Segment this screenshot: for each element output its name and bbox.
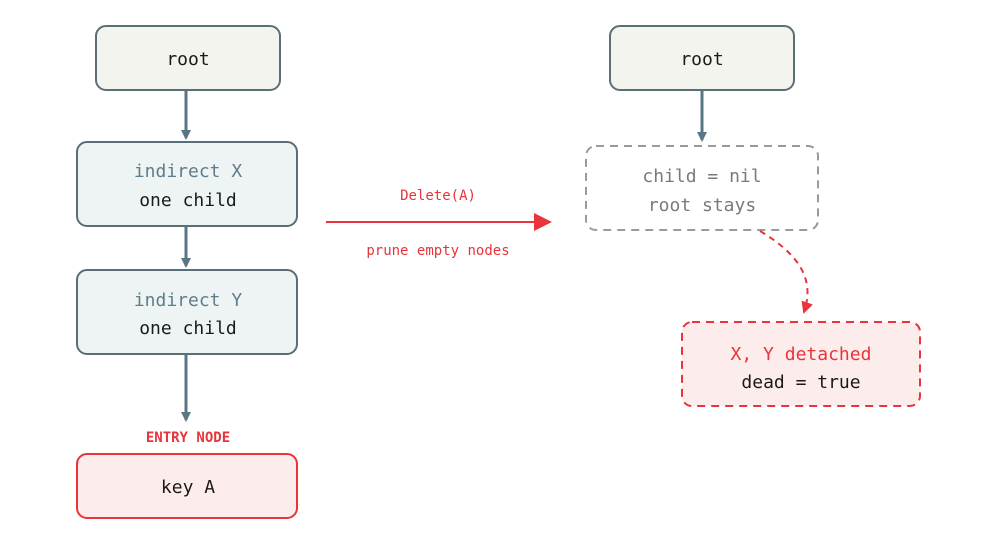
node-y-title: indirect Y bbox=[134, 290, 243, 311]
detached-node: X, Y detached dead = true bbox=[681, 321, 921, 407]
node-x-subtitle: one child bbox=[139, 190, 237, 211]
operation-label-bottom: prune empty nodes bbox=[366, 243, 509, 259]
left-node-x: indirect X one child bbox=[76, 141, 298, 227]
right-root-label: root bbox=[680, 49, 723, 70]
node-x-title: indirect X bbox=[134, 161, 243, 182]
left-root-node: root bbox=[95, 25, 281, 91]
right-child-line1: child = nil bbox=[642, 166, 761, 187]
node-y-subtitle: one child bbox=[139, 318, 237, 339]
right-child-node: child = nil root stays bbox=[585, 145, 819, 231]
entry-node-caption: ENTRY NODE bbox=[146, 430, 230, 446]
detached-line1: X, Y detached bbox=[731, 344, 872, 365]
right-child-line2: root stays bbox=[648, 195, 756, 216]
left-node-y: indirect Y one child bbox=[76, 269, 298, 355]
detached-line2: dead = true bbox=[741, 372, 860, 393]
entry-node-label: key A bbox=[161, 477, 215, 498]
left-root-label: root bbox=[166, 49, 209, 70]
right-root-node: root bbox=[609, 25, 795, 91]
operation-label-top: Delete(A) bbox=[400, 188, 476, 204]
entry-node: key A bbox=[76, 453, 298, 519]
arrow-child-to-detached bbox=[759, 230, 813, 314]
